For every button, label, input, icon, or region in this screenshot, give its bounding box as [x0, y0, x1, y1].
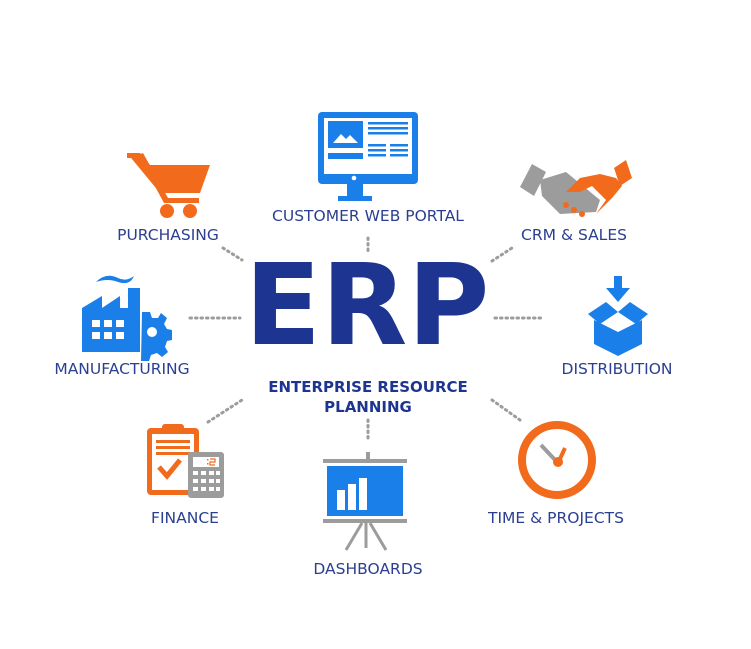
connector-bottom-left	[206, 398, 244, 424]
label-distribution: DISTRIBUTION	[562, 360, 673, 378]
clock-icon	[518, 421, 596, 499]
distribution-box-icon	[588, 276, 648, 356]
connector-top-right	[490, 246, 514, 263]
erp-subtitle-line2: PLANNING	[324, 398, 412, 416]
label-time-projects: TIME & PROJECTS	[487, 509, 624, 527]
factory-icon	[82, 275, 172, 361]
handshake-icon	[520, 160, 632, 217]
connectors	[188, 236, 545, 442]
label-purchasing: PURCHASING	[117, 226, 219, 244]
presentation-board-icon	[323, 452, 407, 551]
connector-bottom-right	[490, 398, 522, 422]
label-crm-sales: CRM & SALES	[521, 226, 627, 244]
connector-top-left	[221, 246, 244, 262]
finance-clipboard-calculator-icon	[147, 424, 224, 498]
erp-title: ERP	[245, 241, 490, 371]
label-customer-web-portal: CUSTOMER WEB PORTAL	[272, 207, 464, 225]
label-dashboards: DASHBOARDS	[313, 560, 422, 578]
label-manufacturing: MANUFACTURING	[54, 360, 189, 378]
monitor-icon	[318, 112, 418, 201]
label-finance: FINANCE	[151, 509, 219, 527]
shopping-cart-icon	[127, 153, 210, 218]
calculator-display-glyph	[207, 458, 216, 466]
erp-subtitle-line1: ENTERPRISE RESOURCE	[268, 378, 468, 396]
